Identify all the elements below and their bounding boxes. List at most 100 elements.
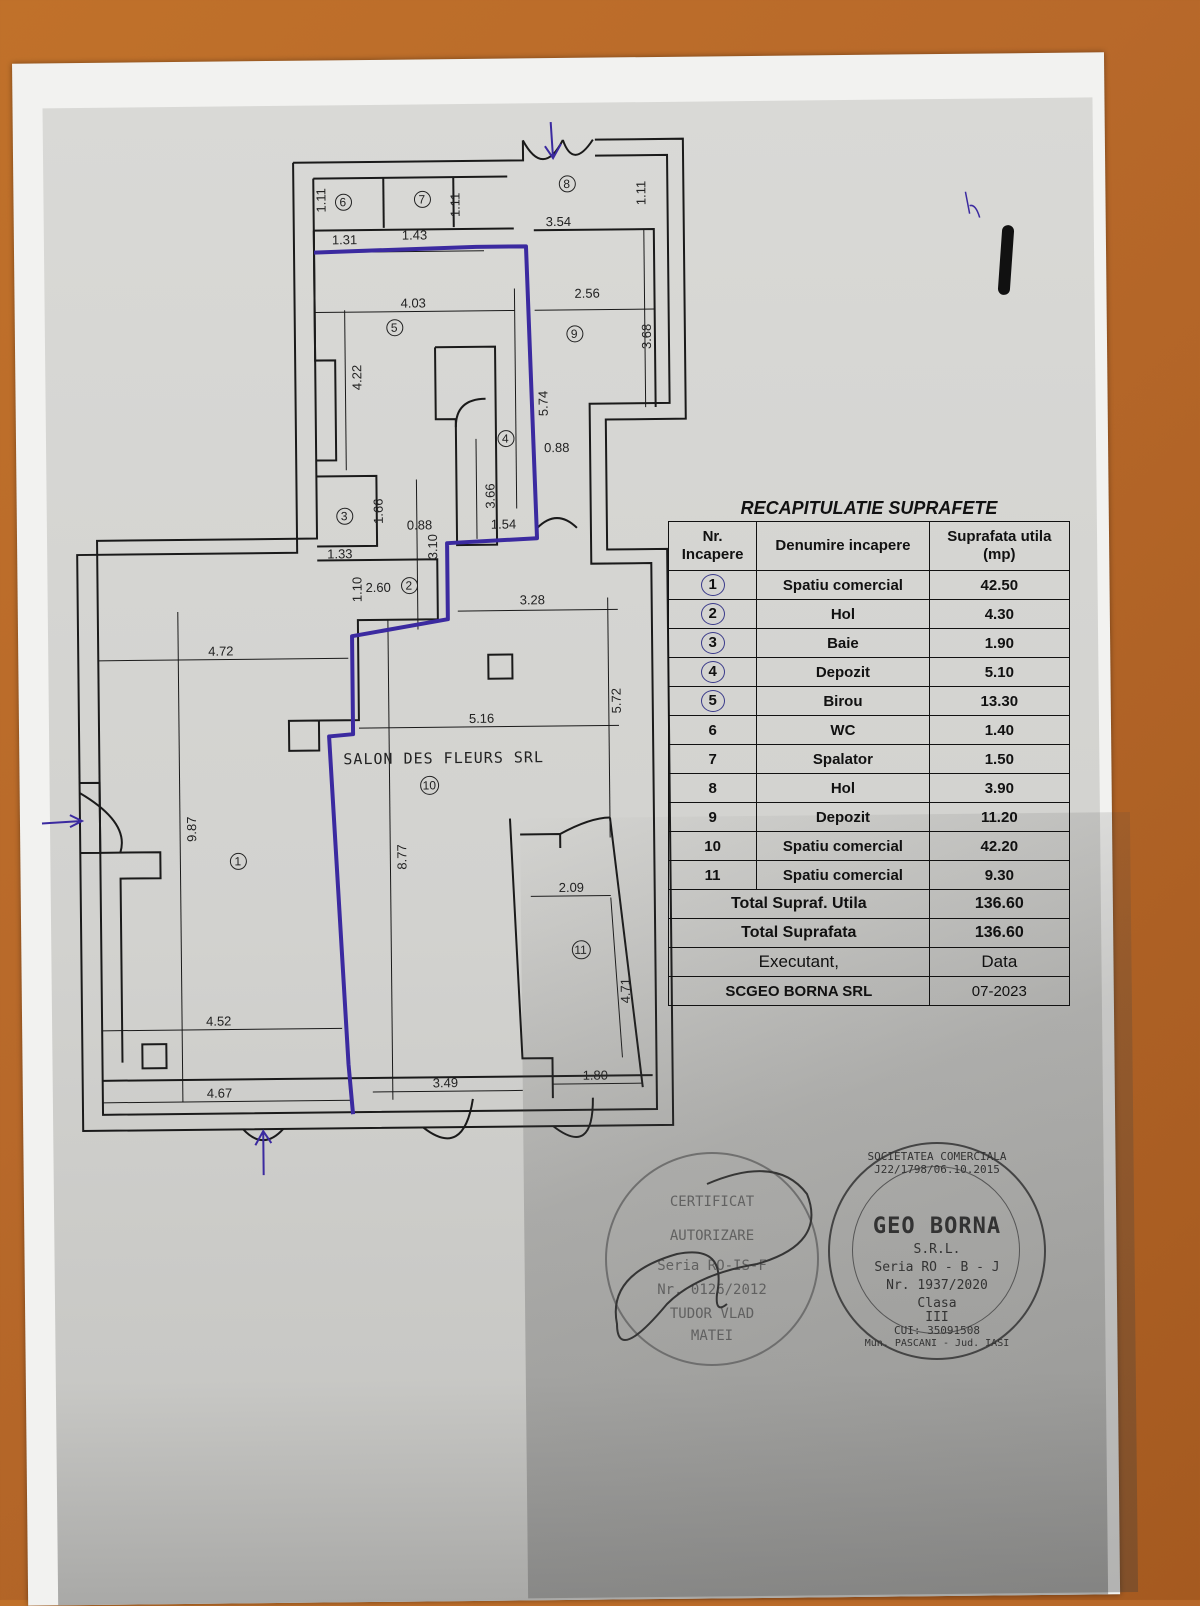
- row-area: 3.90: [928, 773, 1071, 803]
- dim-line: [98, 657, 349, 662]
- wall-top-left: [293, 140, 525, 164]
- row-nr: 1: [667, 570, 758, 600]
- dim-text: 3.66: [482, 483, 497, 508]
- wall-room11: [508, 818, 554, 1099]
- room-number: 8: [563, 177, 570, 191]
- dim-line: [372, 1089, 523, 1093]
- wall-top-row-bottom: [313, 227, 514, 232]
- row-area: 42.50: [928, 570, 1071, 600]
- dim-line: [314, 309, 515, 314]
- dim-text: 1.54: [491, 516, 516, 531]
- row-name: Baie: [756, 628, 930, 658]
- door-arc: [536, 517, 578, 529]
- room-marker: [413, 190, 431, 208]
- total-util-value: 136.60: [928, 889, 1071, 919]
- row-name: Depozit: [756, 802, 930, 832]
- executant-value: SCGEO BORNA SRL: [668, 976, 930, 1006]
- row-nr-text: 10: [704, 837, 721, 855]
- room-marker: [497, 430, 515, 448]
- marker-line: [313, 244, 540, 1115]
- dim-text: 4.67: [207, 1085, 232, 1100]
- dim-text: 1.10: [349, 577, 364, 602]
- dim-text: 1.11: [447, 193, 462, 217]
- dim-text: 2.09: [559, 880, 584, 895]
- row-nr-text: 9: [708, 808, 717, 826]
- dim-line: [607, 597, 611, 838]
- door-arc: [79, 792, 123, 853]
- dim-text: 1.31: [332, 232, 357, 247]
- stamp-line: Seria RO - B - J: [874, 1260, 1000, 1275]
- total-util-row: Total Supraf. Utila 136.60: [668, 889, 1071, 919]
- handwritten-mark: [964, 191, 981, 218]
- dim-line: [513, 288, 518, 509]
- room-marker: [334, 193, 352, 211]
- stamp-inner-ring: [852, 1166, 1020, 1334]
- dim-line: [102, 1027, 343, 1032]
- row-nr-text: 4: [700, 661, 725, 683]
- stamp-line: CERTIFICAT: [669, 1194, 755, 1210]
- room-number: 11: [574, 943, 587, 957]
- room-marker: [386, 319, 404, 337]
- summary-table: Nr. Incapere Denumire incapere Suprafata…: [667, 521, 1071, 1006]
- dim-text: 9.87: [184, 816, 199, 841]
- row-nr: 5: [667, 686, 758, 716]
- stamp-company-name: GEO BORNA: [872, 1214, 1002, 1239]
- room-marker: [566, 325, 584, 343]
- row-name: WC: [756, 715, 930, 745]
- row-name: Spalator: [756, 744, 930, 774]
- header-area: Suprafata utila (mp): [928, 521, 1071, 571]
- door-arc: [561, 139, 594, 156]
- paper-sheet: 1.11 1.31 1.43 1.11 3.54 1.11 4.03 2.56 …: [12, 52, 1139, 1606]
- dim-text: 1.66: [371, 499, 386, 524]
- dim-text: 1.33: [327, 546, 352, 561]
- dim-text: 5.74: [535, 391, 550, 416]
- wall-room10-left: [287, 719, 321, 752]
- row-nr-text: 3: [700, 632, 725, 654]
- dim-text: 1.11: [633, 181, 648, 205]
- room-number: 9: [571, 327, 578, 341]
- room-marker: [558, 175, 576, 193]
- wall-room10-front: [102, 1074, 653, 1082]
- stamp-line: Nr. 1937/2020: [886, 1278, 988, 1293]
- dim-text: 1.43: [402, 227, 427, 242]
- stamp-arc-text: SOCIETATEA COMERCIALA J22/1798/06.10.201…: [867, 1150, 1007, 1176]
- total-label: Total Suprafata: [668, 918, 930, 948]
- wall-room3: [316, 474, 379, 548]
- row-area: 13.30: [928, 686, 1071, 716]
- dim-text: 5.16: [469, 711, 494, 726]
- stamp-line: Seria RO-IS-F: [657, 1258, 767, 1274]
- row-name: Hol: [756, 599, 930, 629]
- row-nr: 6: [667, 715, 758, 745]
- wall-room9: [533, 227, 657, 408]
- row-area: 4.30: [928, 599, 1071, 629]
- dim-text: 4.72: [208, 643, 233, 658]
- room-marker: [420, 775, 440, 795]
- room-number: 5: [391, 321, 398, 335]
- floor-plan: 1.11 1.31 1.43 1.11 3.54 1.11 4.03 2.56 …: [41, 122, 981, 1176]
- row-area: 11.20: [928, 802, 1071, 832]
- stamp-line: TUDOR VLAD: [669, 1306, 755, 1322]
- dim-text: 1.11: [313, 188, 328, 212]
- door-arc: [559, 816, 610, 835]
- signature: [614, 1170, 813, 1341]
- row-nr-text: 11: [704, 866, 721, 884]
- dim-text: 3.54: [546, 214, 571, 229]
- row-nr: 11: [667, 860, 758, 890]
- wall-outer: [76, 137, 687, 1133]
- room-number: 6: [339, 195, 346, 209]
- wall-r7-r8: [452, 177, 455, 228]
- company-stamp: SOCIETATEA COMERCIALA J22/1798/06.10.201…: [828, 1142, 1046, 1360]
- room-marker: [571, 940, 591, 960]
- stamp-line: Nr. 0126/2012: [657, 1282, 767, 1298]
- row-name: Depozit: [756, 657, 930, 687]
- dim-line: [102, 1099, 353, 1104]
- dim-text: 3.68: [639, 324, 654, 349]
- entry-arrow: [254, 1129, 273, 1176]
- row-nr-text: 1: [700, 574, 725, 596]
- stamp-line: III: [925, 1310, 949, 1325]
